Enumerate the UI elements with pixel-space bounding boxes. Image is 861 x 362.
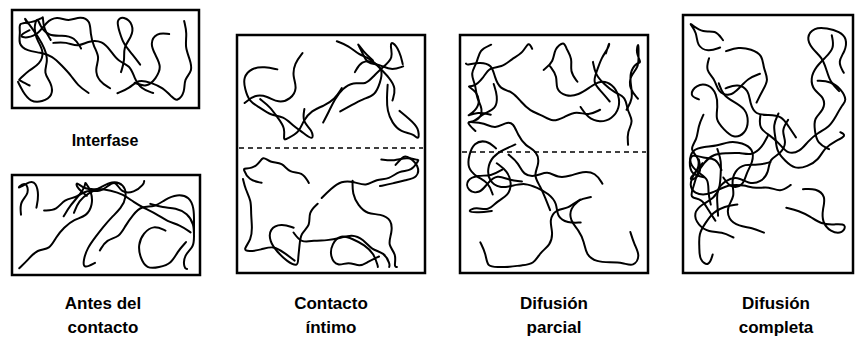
- polymer-chain: [812, 35, 833, 149]
- polymer-chain: [118, 18, 140, 72]
- polymer-chain: [691, 115, 704, 180]
- polymer-chain: [570, 200, 638, 265]
- polymer-chain: [786, 189, 845, 233]
- polymer-chain: [595, 44, 610, 102]
- panel-frame: [12, 175, 200, 275]
- polymer-chain: [270, 204, 318, 265]
- polymer-chain: [245, 53, 303, 103]
- stage-caption: Antes del contacto: [49, 292, 157, 340]
- polymer-chains: [18, 17, 846, 269]
- polymer-chain: [468, 122, 550, 210]
- polymer-chain: [244, 158, 309, 183]
- polymer-chain: [728, 162, 770, 233]
- polymer-chain: [466, 63, 600, 120]
- interface-label: Interfase: [40, 130, 170, 152]
- polymer-chain: [707, 58, 760, 95]
- panel-frame: [237, 35, 425, 273]
- polymer-chain: [139, 227, 186, 268]
- polymer-chain: [74, 182, 126, 266]
- polymer-chain: [509, 155, 603, 184]
- polymer-chain: [244, 67, 312, 138]
- stage-caption: Difusión parcial: [500, 292, 608, 340]
- polymer-chain: [243, 179, 295, 260]
- polymer-chain: [593, 62, 632, 145]
- polymer-chain: [691, 24, 723, 50]
- polymer-chain: [323, 43, 403, 122]
- panel-frame: [683, 15, 853, 273]
- polymer-chain: [100, 195, 194, 250]
- interface-line: [462, 151, 646, 152]
- polymer-chain: [294, 232, 390, 267]
- polymer-chain: [544, 43, 578, 81]
- polymer-chain: [717, 120, 788, 216]
- polymer-chain: [695, 149, 733, 238]
- polymer-chain: [726, 48, 767, 103]
- polymer-chain: [808, 28, 846, 91]
- polymer-chain: [53, 41, 153, 93]
- polymer-chain: [19, 183, 92, 268]
- panel-frame: [460, 35, 648, 273]
- polymer-chain: [331, 237, 379, 267]
- stage-caption: Contacto íntimo: [277, 292, 385, 340]
- polymer-chain: [627, 45, 641, 110]
- polymer-chain: [21, 18, 110, 89]
- polymer-chain: [488, 144, 581, 222]
- polymer-chain: [353, 181, 397, 267]
- polymer-chain: [380, 156, 418, 186]
- interface-line: [239, 147, 423, 148]
- polymer-chain: [19, 182, 38, 215]
- panel-frame: [12, 10, 199, 108]
- polymer-chain: [322, 158, 419, 198]
- polymer-chain: [117, 21, 191, 100]
- polymer-chain: [337, 41, 395, 100]
- polymer-chain: [44, 181, 144, 211]
- polymer-chain: [470, 163, 511, 212]
- stage-caption: Difusión completa: [722, 292, 830, 340]
- polymer-chain: [468, 141, 496, 194]
- polymer-chain: [387, 85, 419, 138]
- polymer-chain: [467, 170, 522, 193]
- polymer-chain: [135, 33, 170, 85]
- polymer-chain: [480, 197, 591, 267]
- polymer-chain: [19, 17, 88, 93]
